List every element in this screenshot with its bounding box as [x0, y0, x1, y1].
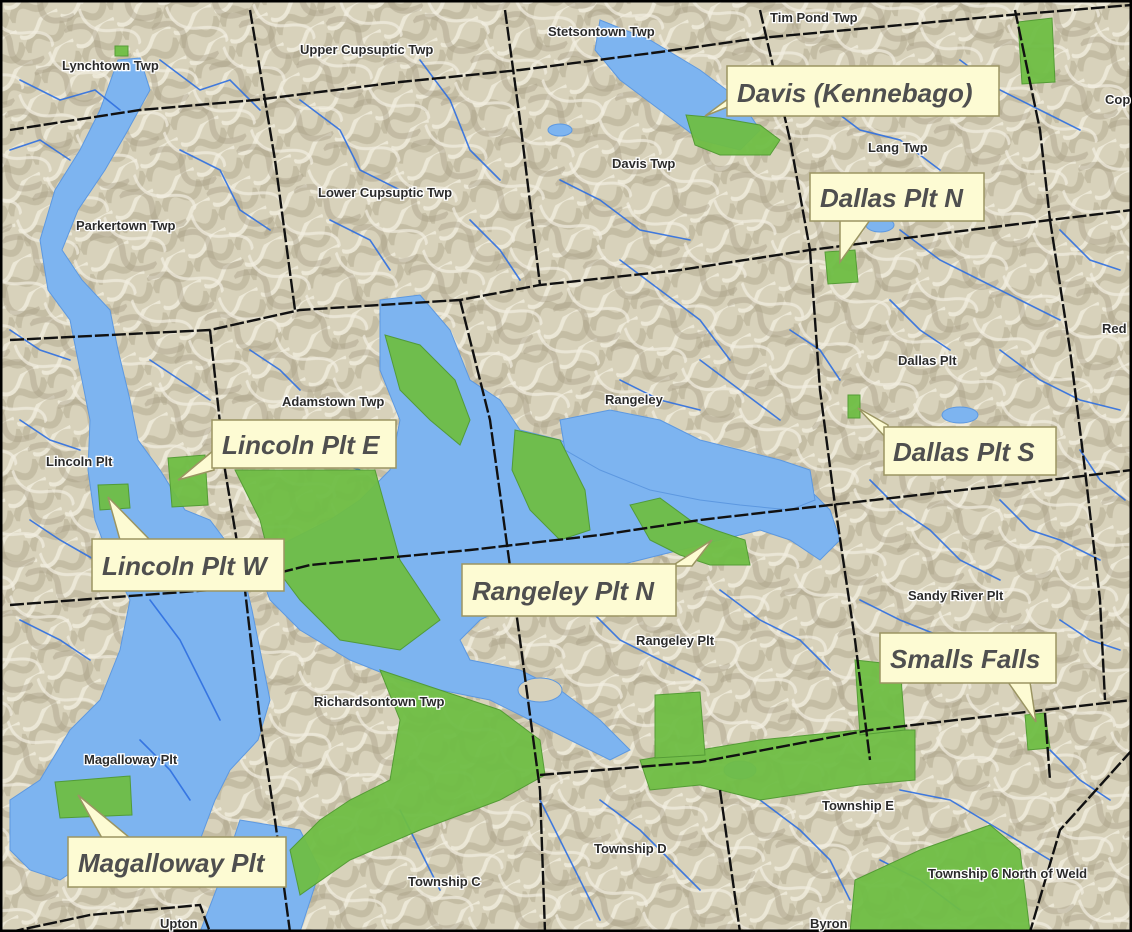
callout-label: Dallas Plt S — [893, 437, 1035, 467]
township-label: Upton — [160, 916, 198, 931]
callout-box — [67, 836, 287, 888]
township-labels: Lynchtown Twp Upper Cupsuptic Twp Stetso… — [45, 9, 1132, 932]
callout-label: Lincoln Plt W — [102, 551, 269, 581]
callout-pointer — [669, 539, 713, 567]
davis-parcel — [685, 114, 781, 156]
rangeley-parcel-1 — [511, 429, 591, 541]
township-label: Richardsontown Twp — [314, 694, 445, 709]
callout-lincoln-plt-e[interactable]: Lincoln Plt E — [177, 419, 397, 481]
public-lands-layer — [54, 17, 1056, 932]
callout-label: Rangeley Plt N — [472, 576, 655, 606]
township-label: Township C — [408, 874, 481, 889]
township-label: Byron — [810, 916, 848, 931]
callout-label: Smalls Falls — [890, 644, 1040, 674]
callout-magalloway-plt[interactable]: Magalloway Plt — [67, 794, 287, 888]
township-6-parcel — [849, 824, 1031, 932]
township-label: Adamstown Twp — [282, 394, 384, 409]
callout-label: Magalloway Plt — [78, 848, 266, 878]
dallas-s-parcel — [847, 394, 861, 419]
callout-box — [879, 632, 1057, 684]
township-label: Davis Twp — [612, 156, 675, 171]
callout-davis-kennebago[interactable]: Davis (Kennebago) — [704, 65, 1000, 117]
township-label: Township D — [594, 841, 667, 856]
lincoln-plt-w-parcel — [97, 483, 131, 511]
callouts-layer: Davis (Kennebago) Dallas Plt N Dallas Pl… — [67, 65, 1057, 888]
township-label: Cop — [1105, 92, 1130, 107]
township-label: Stetsontown Twp — [548, 24, 655, 39]
township-label: Lower Cupsuptic Twp — [318, 185, 452, 200]
township-label: Magalloway Plt — [84, 752, 178, 767]
callout-label: Lincoln Plt E — [222, 430, 380, 460]
callout-box — [211, 419, 397, 469]
township-d-parcel — [639, 729, 916, 801]
callout-box — [726, 65, 1000, 117]
township-label: Parkertown Twp — [76, 218, 176, 233]
callout-smalls-falls[interactable]: Smalls Falls — [879, 632, 1057, 723]
callout-rangeley-plt-n[interactable]: Rangeley Plt N — [461, 539, 713, 617]
lynchtown-parcel — [114, 45, 129, 57]
township-label: Lang Twp — [868, 140, 928, 155]
magalloway-parcel — [54, 775, 133, 819]
township-label: Rangeley Plt — [636, 633, 715, 648]
township-label: Tim Pond Twp — [770, 10, 858, 25]
callout-dallas-plt-n[interactable]: Dallas Plt N — [809, 172, 985, 265]
township-label: Lynchtown Twp — [62, 58, 159, 73]
callout-box — [91, 538, 285, 592]
adamstown-parcel — [384, 334, 471, 446]
callout-label: Davis (Kennebago) — [737, 78, 973, 108]
township-label: Rangeley — [605, 392, 664, 407]
township-label: Red — [1102, 321, 1127, 336]
callout-box — [883, 426, 1057, 476]
boundaries-layer — [9, 3, 1132, 932]
township-label: Township E — [822, 798, 894, 813]
smalls-falls-parcel — [1024, 712, 1051, 751]
township-label: Upper Cupsuptic Twp — [300, 42, 433, 57]
richardsontown-parcel — [289, 669, 546, 896]
rangeley-pit-n-parcel — [629, 497, 751, 566]
callout-box — [461, 563, 677, 617]
township-e-parcel — [654, 691, 706, 759]
township-label: Sandy River Plt — [908, 588, 1004, 603]
callout-label: Dallas Plt N — [820, 183, 964, 213]
township-label: Lincoln Plt — [46, 454, 113, 469]
township-label: Dallas Plt — [898, 353, 957, 368]
callout-dallas-plt-s[interactable]: Dallas Plt S — [857, 407, 1057, 476]
callout-lincoln-plt-w[interactable]: Lincoln Plt W — [91, 496, 285, 592]
callout-box — [809, 172, 985, 222]
rangeley-lake — [559, 409, 816, 511]
township-label: Township 6 North of Weld — [928, 866, 1087, 881]
